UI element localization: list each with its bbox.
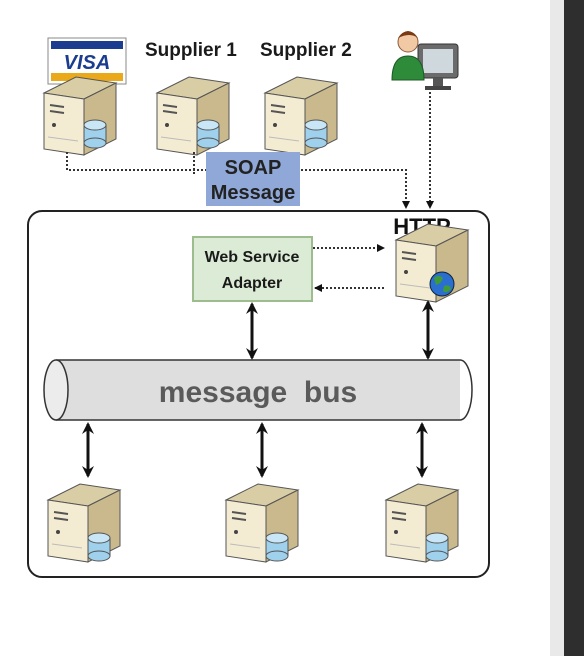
server-icon-bottom-2 [225, 483, 299, 563]
server-icon-supplier1 [156, 76, 230, 156]
user-at-computer-icon [391, 31, 459, 90]
visa-label: VISA [64, 52, 111, 74]
message-label: Message [211, 182, 296, 204]
server-icon-bottom-3 [385, 483, 459, 563]
server-icon-supplier2 [264, 76, 338, 156]
soap-line-visa [66, 152, 410, 209]
side-panel [564, 0, 584, 656]
adapter-label-line2: Adapter [222, 275, 282, 292]
soap-label: SOAP [225, 157, 282, 179]
message-bus-label: message bus [159, 376, 357, 409]
message-bus: message bus [43, 359, 473, 421]
globe-icon [429, 271, 455, 297]
supplier1-label: Supplier 1 [145, 40, 237, 61]
server-icon-visa [43, 76, 117, 156]
web-service-adapter-box [192, 236, 313, 302]
supplier2-label: Supplier 2 [260, 40, 352, 61]
visa-card-icon: VISA [47, 37, 127, 85]
scrollbar-track[interactable] [550, 0, 564, 656]
adapter-label-line1: Web Service [205, 249, 300, 266]
soap-message-box [206, 152, 300, 206]
server-icon-bottom-1 [47, 483, 121, 563]
